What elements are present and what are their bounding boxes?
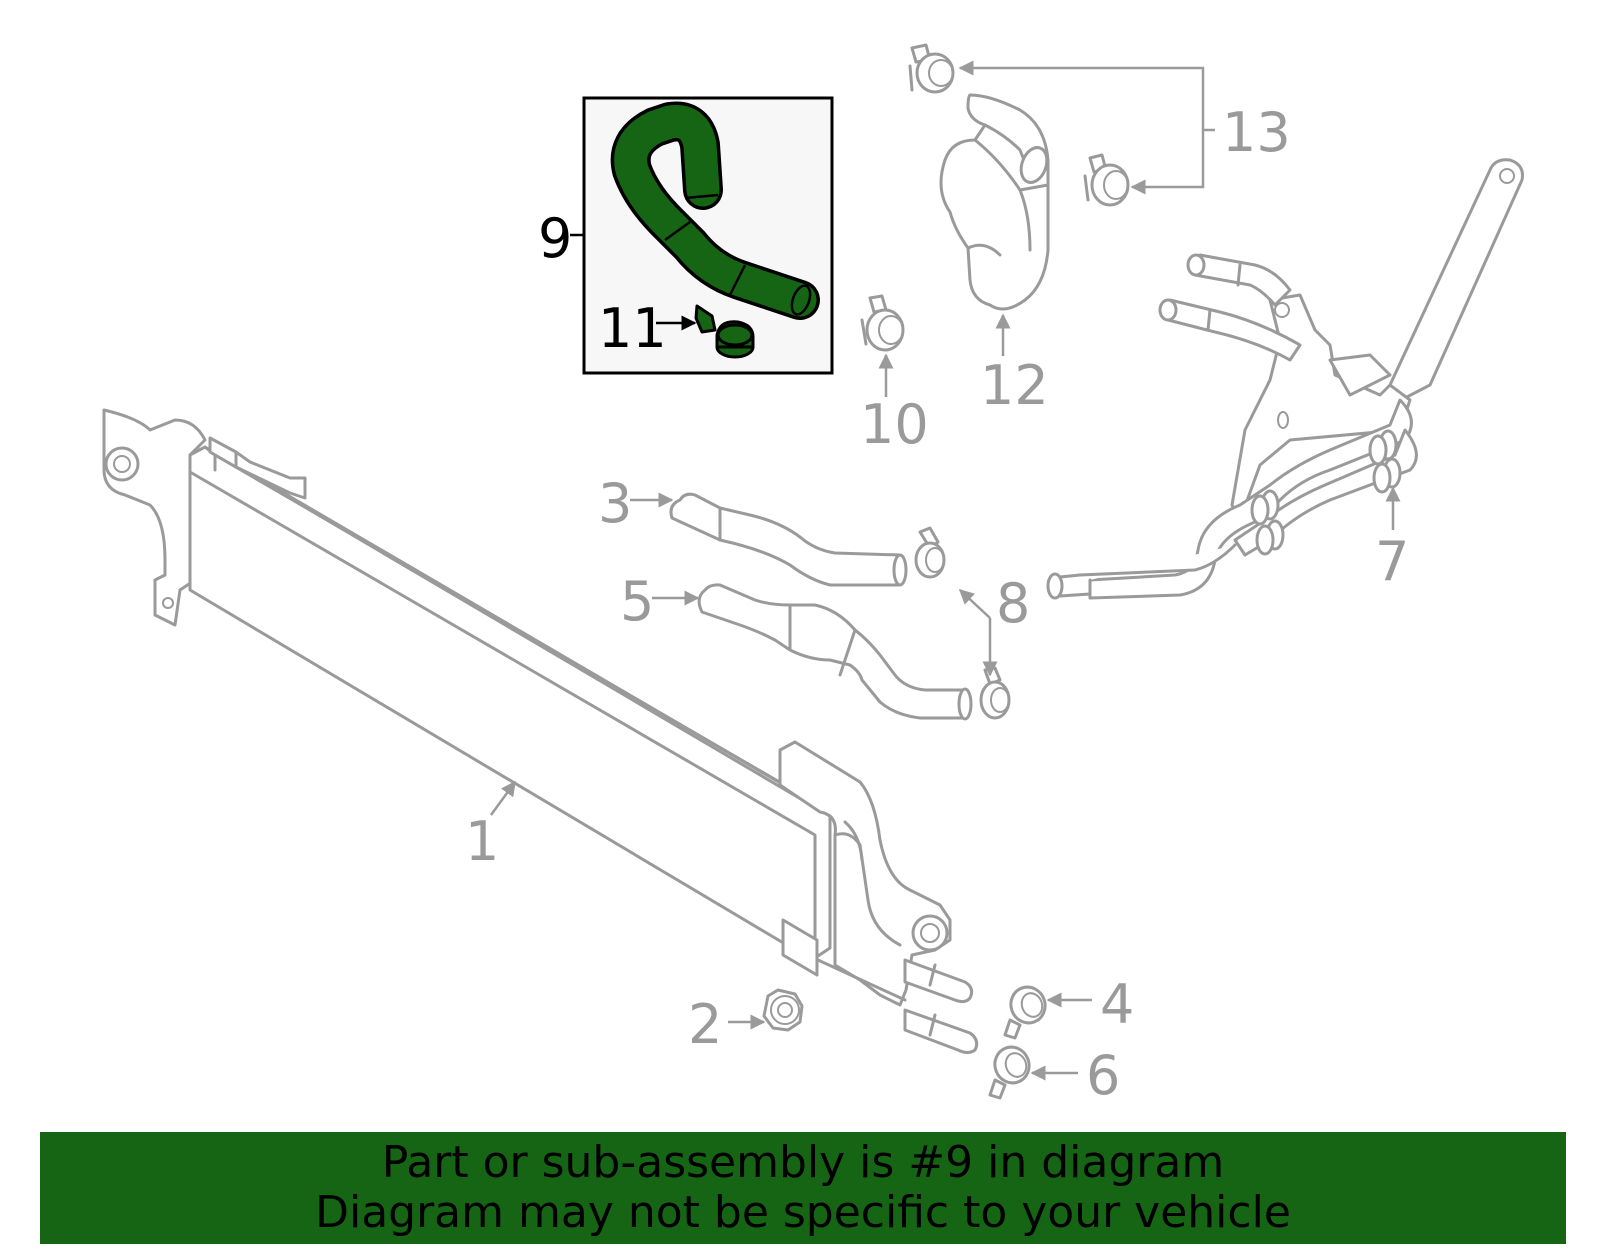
callout-4: 4: [1100, 973, 1134, 1036]
callout-9: 9: [538, 207, 572, 270]
callout-labels: 1 2 3 4 5 6 7 8 9 10 11 12 13: [465, 101, 1409, 1107]
callout-12: 12: [980, 354, 1049, 417]
banner-line-1: Part or sub-assembly is #9 in diagram: [381, 1137, 1225, 1188]
info-banner: Part or sub-assembly is #9 in diagram Di…: [40, 1132, 1566, 1244]
clamp-part-13-upper: [908, 43, 955, 94]
hose-part-12: [939, 93, 1050, 311]
hose-part-5: [697, 583, 973, 721]
callout-2: 2: [688, 993, 722, 1056]
banner-line-2: Diagram may not be specific to your vehi…: [315, 1187, 1291, 1238]
clamp-part-4: [1003, 985, 1047, 1040]
hose-part-9: [610, 101, 820, 320]
clamp-part-11: [694, 304, 755, 359]
tube-assembly-part-7: [1046, 158, 1524, 600]
clamp-part-8-lower: [979, 666, 1011, 720]
callout-1: 1: [465, 810, 499, 873]
highlight-inset: [582, 96, 834, 375]
clamp-part-8-upper: [914, 526, 946, 579]
nut-part-2: [762, 988, 804, 1032]
callout-3: 3: [598, 472, 632, 535]
callout-10: 10: [860, 393, 929, 456]
callout-11: 11: [598, 297, 667, 360]
callout-8: 8: [996, 572, 1030, 635]
hose-part-3: [669, 492, 908, 587]
clamp-part-10: [860, 294, 905, 352]
callout-13: 13: [1222, 101, 1291, 164]
callout-7: 7: [1375, 530, 1409, 593]
clamp-part-6: [988, 1045, 1031, 1100]
oil-cooler-part-1: [102, 408, 979, 1054]
callout-6: 6: [1086, 1044, 1120, 1107]
clamp-part-13-lower: [1083, 153, 1130, 207]
callout-5: 5: [620, 570, 654, 633]
leader-lines: [489, 60, 1401, 1081]
